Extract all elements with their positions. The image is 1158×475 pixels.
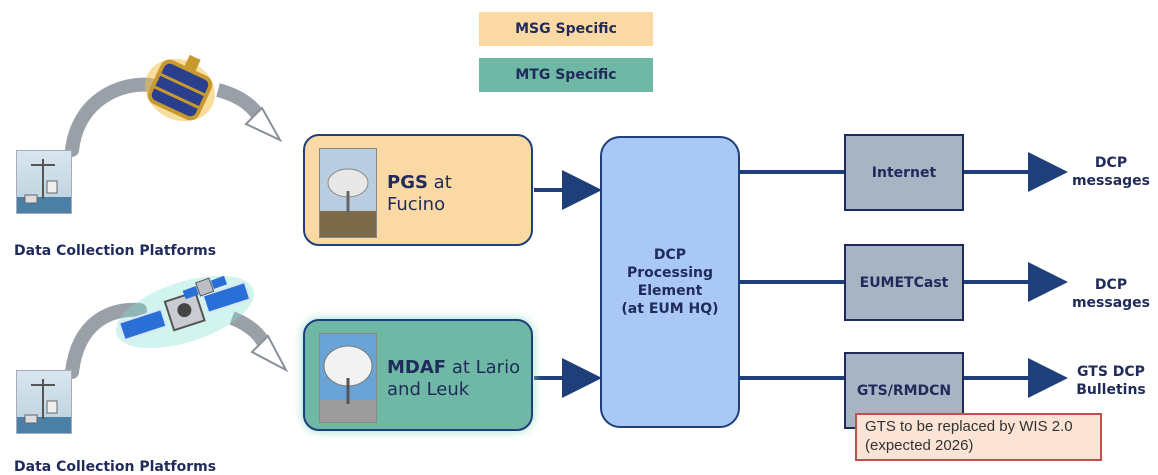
mdaf-name: MDAF xyxy=(387,357,447,378)
channel-eumetcast: EUMETCast xyxy=(844,244,964,321)
pgs-at: at xyxy=(427,172,452,193)
ground-station-photo xyxy=(319,148,377,238)
small-satellite-icon xyxy=(182,275,228,300)
satellite-dish-icon xyxy=(320,149,376,237)
weather-station-icon xyxy=(17,379,71,433)
msg-satellite-icon xyxy=(144,54,216,122)
output-eumetcast-line1: DCP xyxy=(1094,277,1128,293)
legend-mtg-specific: MTG Specific xyxy=(479,58,653,92)
output-gts-line2: Bulletins xyxy=(1076,382,1146,398)
weather-station-icon xyxy=(17,159,71,213)
mtg-satellite-icon xyxy=(115,275,255,349)
mdaf-box: MDAF at Lario and Leuk xyxy=(303,319,533,431)
mdaf-station-photo xyxy=(319,333,377,423)
curved-arrow-bottom xyxy=(65,302,289,379)
note-line1: GTS to be replaced by WIS 2.0 xyxy=(865,418,1073,435)
output-gts-line1: GTS DCP xyxy=(1077,364,1145,380)
output-eumetcast: DCP messages xyxy=(1066,276,1156,312)
pgs-location: Fucino xyxy=(387,194,446,215)
legend-mtg-label: MTG Specific xyxy=(515,67,617,83)
output-internet: DCP messages xyxy=(1066,154,1156,190)
pgs-name: PGS xyxy=(387,172,428,193)
mdaf-label: MDAF at Lario and Leuk xyxy=(387,357,520,401)
processing-line4: (at EUM HQ) xyxy=(621,301,719,317)
dcp-processing-element: DCP Processing Element (at EUM HQ) xyxy=(600,136,740,428)
pgs-label: PGS at Fucino xyxy=(387,172,452,216)
wis-replacement-note: GTS to be replaced by WIS 2.0 (expected … xyxy=(855,413,1102,461)
large-antenna-icon xyxy=(320,334,376,422)
legend-msg-label: MSG Specific xyxy=(515,21,617,37)
legend-msg-specific: MSG Specific xyxy=(479,12,653,46)
dcp-station-photo-top xyxy=(16,150,72,214)
pgs-fucino-box: PGS at Fucino xyxy=(303,134,533,246)
dcp-station-photo-bottom xyxy=(16,370,72,434)
output-gts: GTS DCP Bulletins xyxy=(1066,363,1156,399)
dcp-label-top: Data Collection Platforms xyxy=(14,243,217,259)
processing-line3: Element xyxy=(637,283,703,299)
output-internet-line1: DCP xyxy=(1094,155,1128,171)
gts-label: GTS/RMDCN xyxy=(856,382,952,399)
dcp-label-bottom: Data Collection Platforms xyxy=(14,459,217,475)
channel-internet: Internet xyxy=(844,134,964,211)
eumetcast-label: EUMETCast xyxy=(859,274,949,291)
output-eumetcast-line2: messages xyxy=(1071,295,1151,311)
mdaf-location: and Leuk xyxy=(387,379,470,400)
mdaf-at: at Lario xyxy=(446,357,521,378)
internet-label: Internet xyxy=(871,164,937,181)
output-internet-line2: messages xyxy=(1071,173,1151,189)
curved-arrow-top xyxy=(65,77,283,157)
processing-line1: DCP xyxy=(653,247,687,263)
processing-line2: Processing xyxy=(626,265,713,281)
note-line2: (expected 2026) xyxy=(865,437,974,454)
